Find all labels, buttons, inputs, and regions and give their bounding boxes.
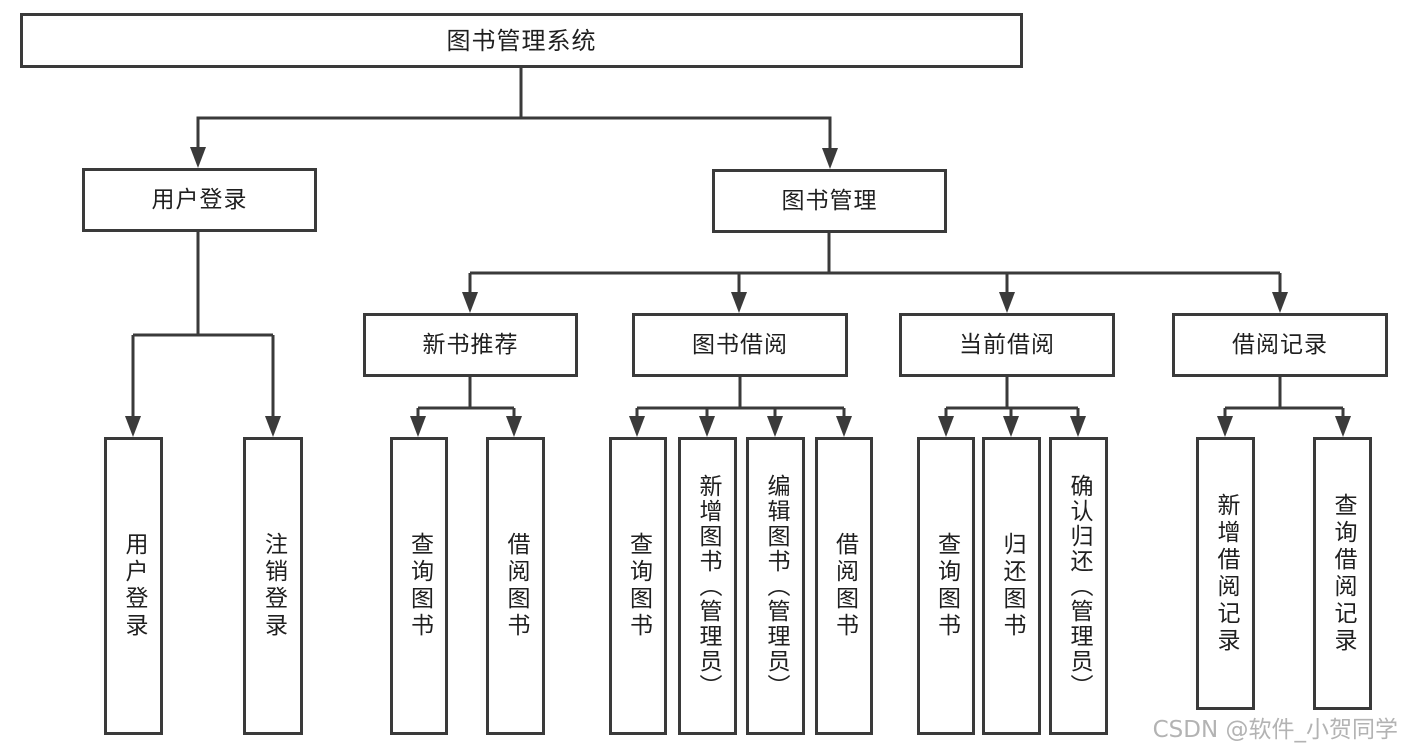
arrowhead-add-borrow-record <box>1217 416 1233 437</box>
arrowhead-edit-books-admin <box>767 416 783 437</box>
arrowhead-leaf-user-login <box>125 416 141 437</box>
arrowhead-borrow-books-2 <box>836 416 852 437</box>
leaf-confirm-return-admin: 确认归还（管理员） <box>1049 437 1108 735</box>
leaf-query-books-3: 查询图书 <box>917 437 975 735</box>
node-current-borrowing: 当前借阅 <box>899 313 1115 377</box>
arrowhead-book-management <box>822 148 838 169</box>
leaf-add-borrow-record: 新增借阅记录 <box>1196 437 1255 710</box>
leaf-edit-books-admin: 编辑图书（管理员） <box>746 437 805 735</box>
arrowhead-borrow-books-1 <box>506 416 522 437</box>
node-borrowing-records: 借阅记录 <box>1172 313 1388 377</box>
leaf-return-books: 归还图书 <box>982 437 1041 735</box>
connector-book-management-to-level3 <box>468 233 1282 294</box>
leaf-query-books-1: 查询图书 <box>390 437 448 735</box>
leaf-logout: 注销登录 <box>243 437 303 735</box>
leaf-user-login: 用户登录 <box>104 437 163 735</box>
arrowhead-current-borrowing <box>999 292 1015 313</box>
arrowhead-confirm-return-admin <box>1070 416 1086 437</box>
node-new-book-recommend: 新书推荐 <box>363 313 578 377</box>
arrowhead-query-books-2 <box>629 416 645 437</box>
arrowhead-user-login <box>190 147 206 168</box>
connector-user-login-to-leaves <box>131 232 275 418</box>
arrowhead-query-books-1 <box>410 416 426 437</box>
leaf-borrow-books-2: 借阅图书 <box>815 437 873 735</box>
arrowhead-book-borrowing <box>731 292 747 313</box>
node-book-management: 图书管理 <box>712 169 947 233</box>
arrowhead-add-books-admin <box>699 416 715 437</box>
node-root-library-system: 图书管理系统 <box>20 13 1023 68</box>
arrowhead-leaf-logout <box>265 416 281 437</box>
leaf-add-books-admin: 新增图书（管理员） <box>678 437 737 735</box>
arrowhead-new-book-recommend <box>462 292 478 313</box>
connector-borrowing-records-to-leaves <box>1223 377 1345 418</box>
leaf-query-borrow-record: 查询借阅记录 <box>1313 437 1372 710</box>
arrowhead-return-books <box>1003 416 1019 437</box>
watermark: CSDN @软件_小贺同学 <box>1152 717 1398 743</box>
connector-root-to-level2 <box>196 68 832 150</box>
node-book-borrowing: 图书借阅 <box>632 313 848 377</box>
connector-new-book-recommend-to-leaves <box>416 377 516 418</box>
leaf-borrow-books-1: 借阅图书 <box>486 437 545 735</box>
leaf-query-books-2: 查询图书 <box>609 437 667 735</box>
connector-book-borrowing-to-leaves <box>635 377 846 418</box>
connector-current-borrowing-to-leaves <box>944 377 1080 418</box>
arrowhead-borrowing-records <box>1272 292 1288 313</box>
arrowhead-query-books-3 <box>938 416 954 437</box>
arrowhead-query-borrow-record <box>1335 416 1351 437</box>
node-user-login: 用户登录 <box>82 168 317 232</box>
